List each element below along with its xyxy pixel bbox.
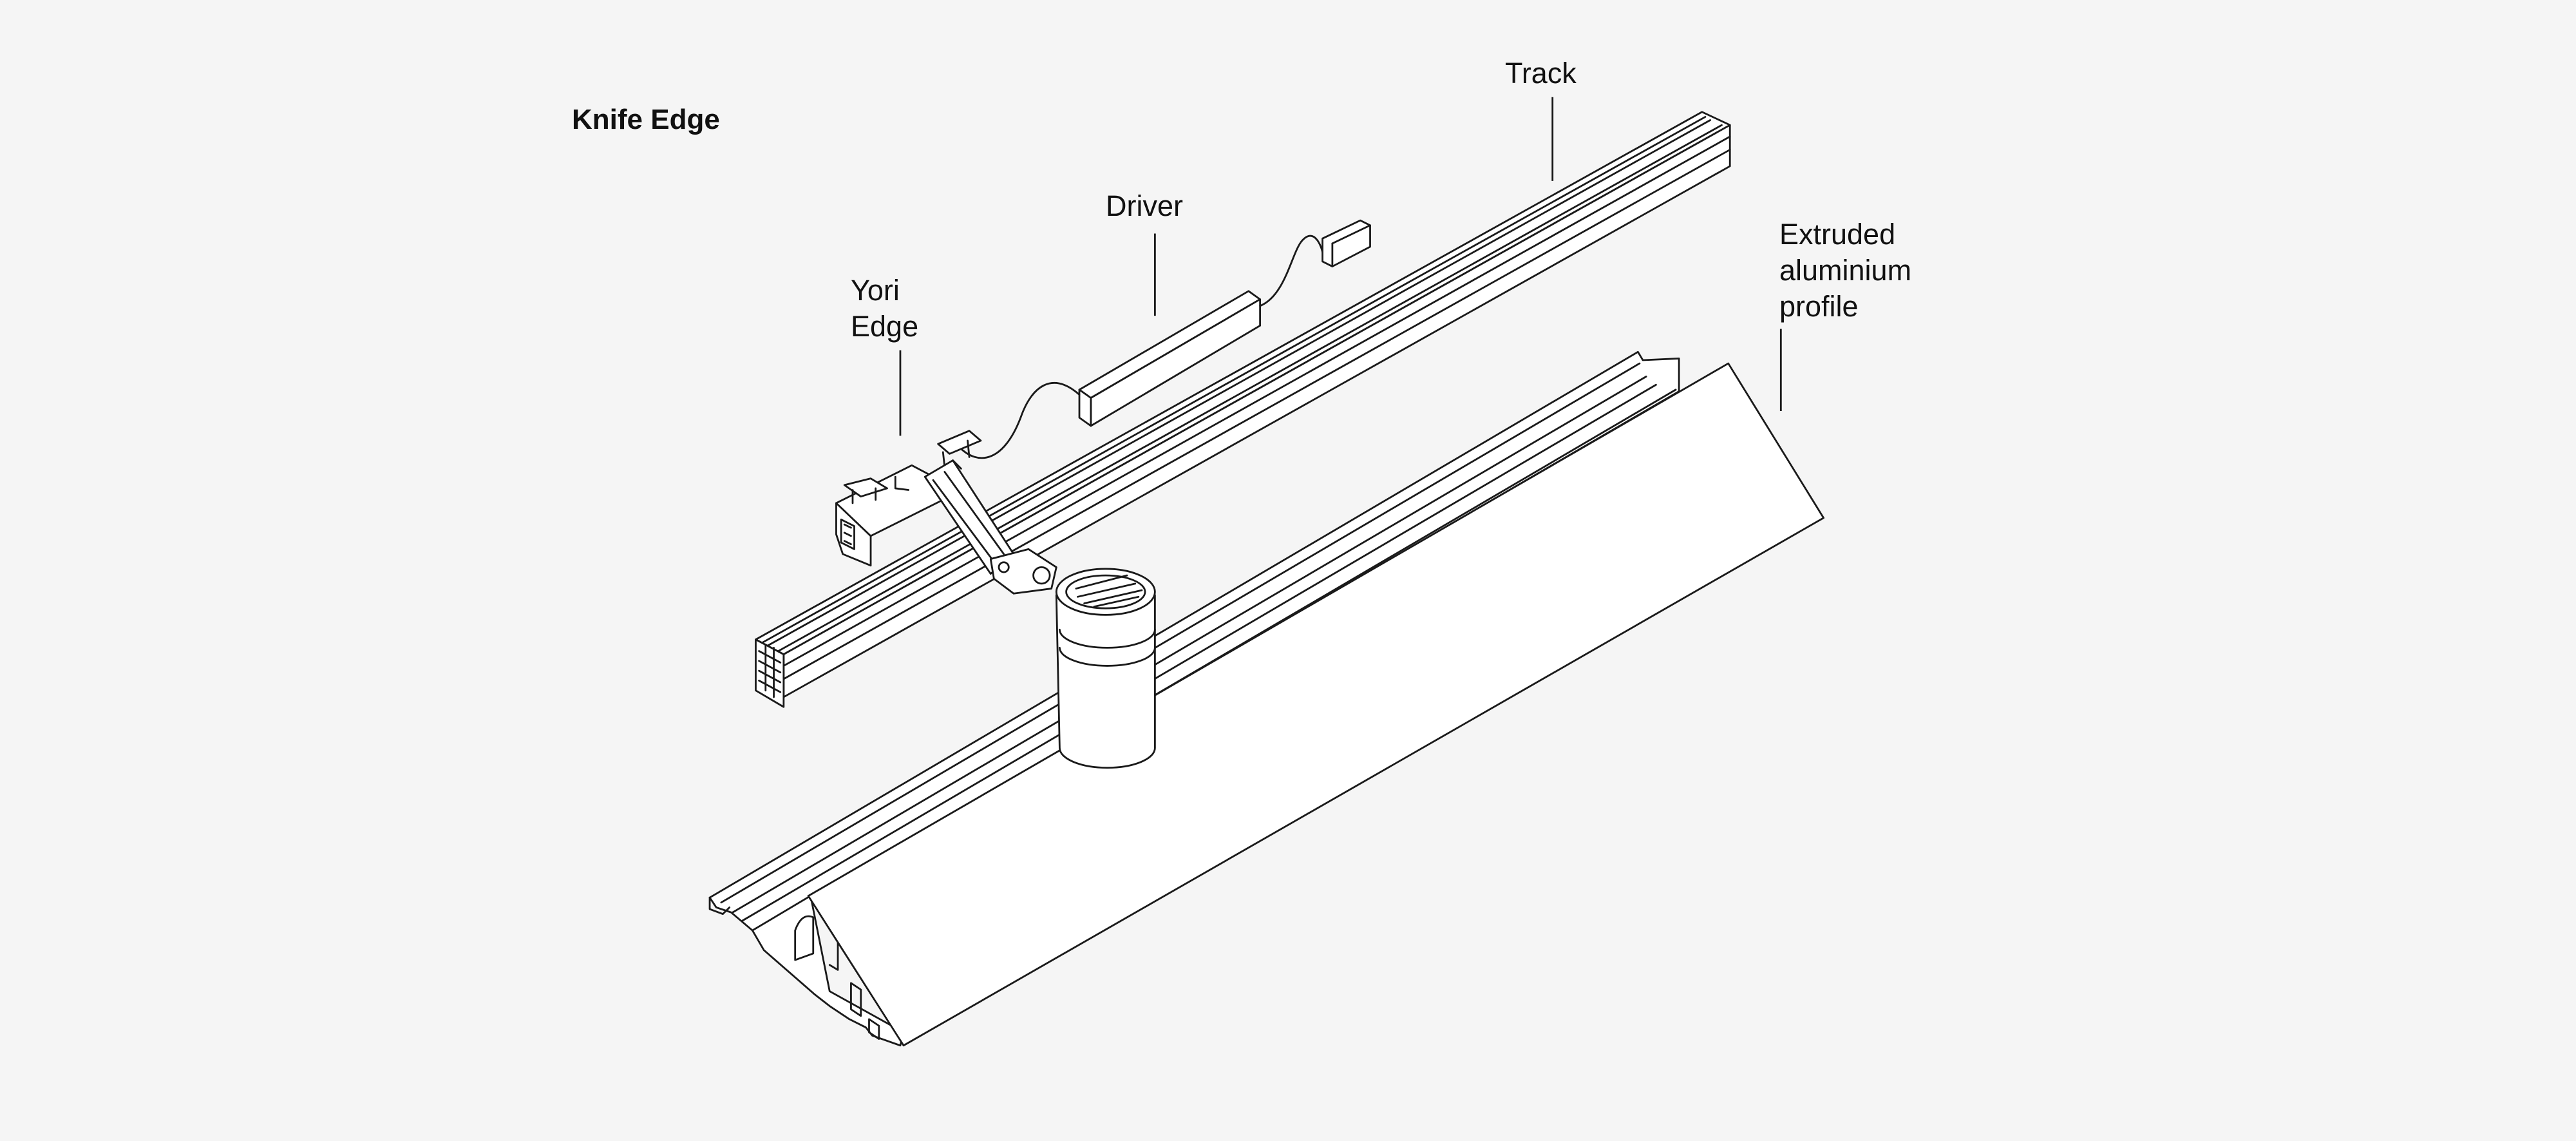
track-groove — [762, 119, 1712, 649]
yori-edge-spotlight — [835, 430, 1156, 769]
profile-rail-groove — [741, 383, 1657, 922]
driver-connector-edge — [1331, 224, 1371, 245]
track-groove — [782, 135, 1731, 667]
profile-end-detail — [850, 982, 862, 1017]
label-extruded-aluminium-profile: Extruded aluminium profile — [1779, 216, 1911, 325]
adapter-detail — [840, 519, 855, 550]
spotlight-cylinder — [1055, 594, 1156, 769]
diagram-title: Knife Edge — [572, 104, 720, 135]
adapter-clip — [937, 430, 982, 455]
driver-cable — [1259, 235, 1325, 307]
knuckle-pivot — [998, 561, 1010, 573]
spotlight-louvre-rim — [1065, 574, 1146, 609]
profile-end-detail — [868, 1018, 880, 1040]
label-track: Track — [1505, 57, 1577, 90]
label-yori-edge: Yori Edge — [851, 273, 918, 345]
label-profile-line: aluminium — [1779, 254, 1912, 287]
track-groove — [758, 116, 1707, 646]
spotlight-arm-edge — [932, 459, 1005, 565]
profile-end-detail — [708, 896, 731, 916]
spotlight-louvre — [1075, 574, 1143, 608]
spotlight-face — [1055, 568, 1156, 616]
driver-cable — [956, 382, 1081, 459]
profile-rail-groove — [732, 376, 1647, 914]
cylinder-band — [1059, 628, 1156, 667]
track-groove — [782, 149, 1731, 680]
track-end-detail — [758, 643, 782, 698]
label-profile-line: Extruded — [1779, 218, 1896, 251]
label-yori-edge-line: Edge — [851, 310, 919, 343]
knuckle-pivot — [1032, 566, 1051, 585]
driver — [956, 219, 1371, 459]
adapter-detail — [851, 439, 971, 504]
track-groove — [774, 124, 1723, 654]
label-driver: Driver — [1106, 189, 1183, 222]
driver-end — [1078, 388, 1092, 427]
profile-knife-face — [807, 362, 1825, 1047]
extruded-aluminium-profile — [708, 350, 1825, 1047]
adapter-clip — [843, 477, 888, 498]
profile-end-detail — [794, 915, 815, 961]
profile-rail-groove — [720, 362, 1641, 904]
driver-connector — [1321, 219, 1371, 267]
label-yori-edge-line: Yori — [851, 274, 900, 307]
label-profile-line: profile — [1779, 290, 1859, 323]
